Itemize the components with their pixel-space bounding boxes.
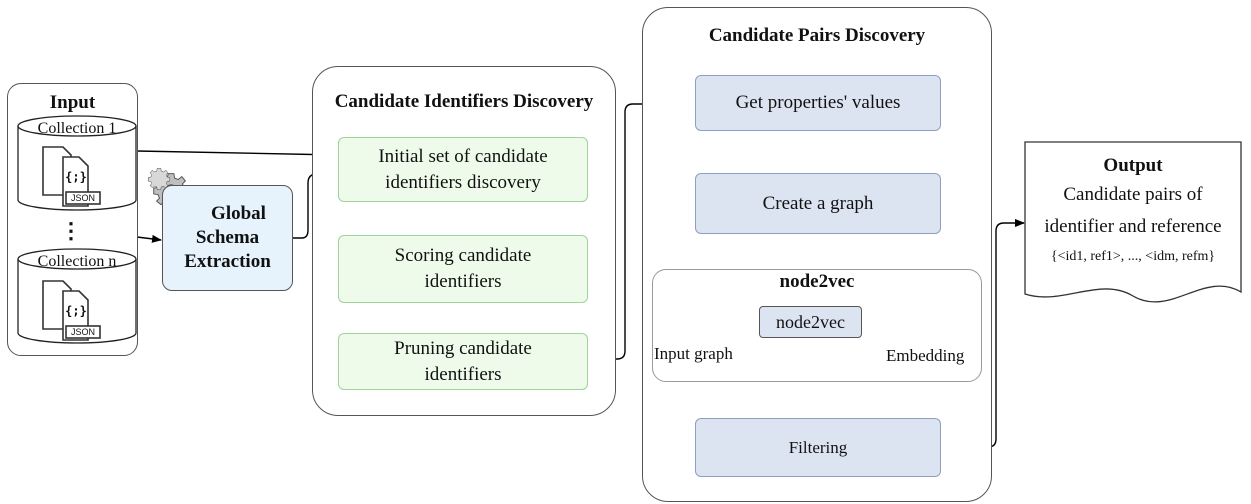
output-formula: {<id1, ref1>, ..., <idm, refm}	[1050, 249, 1216, 264]
json-tag-n: JSON	[70, 327, 95, 337]
input-panel	[7, 83, 138, 356]
pairs-title: Candidate Pairs Discovery	[708, 25, 926, 46]
output-document	[1024, 141, 1242, 303]
output-line-2: identifier and reference	[1044, 216, 1222, 237]
output-title: Output	[1103, 155, 1163, 176]
output-line-1: Candidate pairs of	[1063, 184, 1203, 205]
collection-n-label: Collection n	[37, 253, 117, 270]
json-brace-1: {;}	[65, 170, 87, 184]
json-tag-1: JSON	[70, 193, 95, 203]
collection-1-label: Collection 1	[37, 120, 117, 137]
identifiers-step-scoring: Scoring candidate identifiers	[338, 235, 588, 303]
json-file-icon	[42, 146, 101, 207]
pairs-step-create-graph: Create a graph	[695, 173, 941, 234]
node2vec-title: node2vec	[779, 271, 855, 292]
schema-line-3: Extraction	[184, 250, 271, 272]
embedding-label: Embedding	[886, 346, 965, 365]
identifiers-step-initial: Initial set of candidate identifiers dis…	[338, 137, 588, 202]
json-file-icon-n	[42, 280, 101, 341]
ellipsis: ⋮	[60, 218, 82, 243]
schema-line-1: Global	[211, 203, 266, 225]
node2vec-panel	[652, 269, 982, 382]
input-graph-label: Input graph	[654, 344, 733, 363]
schema-extraction-box: Global Schema Extraction	[162, 185, 293, 291]
pairs-step-filtering: Filtering	[695, 418, 941, 477]
identifiers-step-pruning: Pruning candidate identifiers	[338, 333, 588, 390]
identifiers-title: Candidate Identifiers Discovery	[334, 91, 594, 112]
node2vec-model-box: node2vec	[759, 306, 862, 338]
input-title: Input	[49, 92, 96, 113]
pairs-step-get-values: Get properties' values	[695, 75, 941, 131]
schema-line-2: Schema	[195, 227, 260, 249]
json-brace-n: {;}	[65, 304, 87, 318]
